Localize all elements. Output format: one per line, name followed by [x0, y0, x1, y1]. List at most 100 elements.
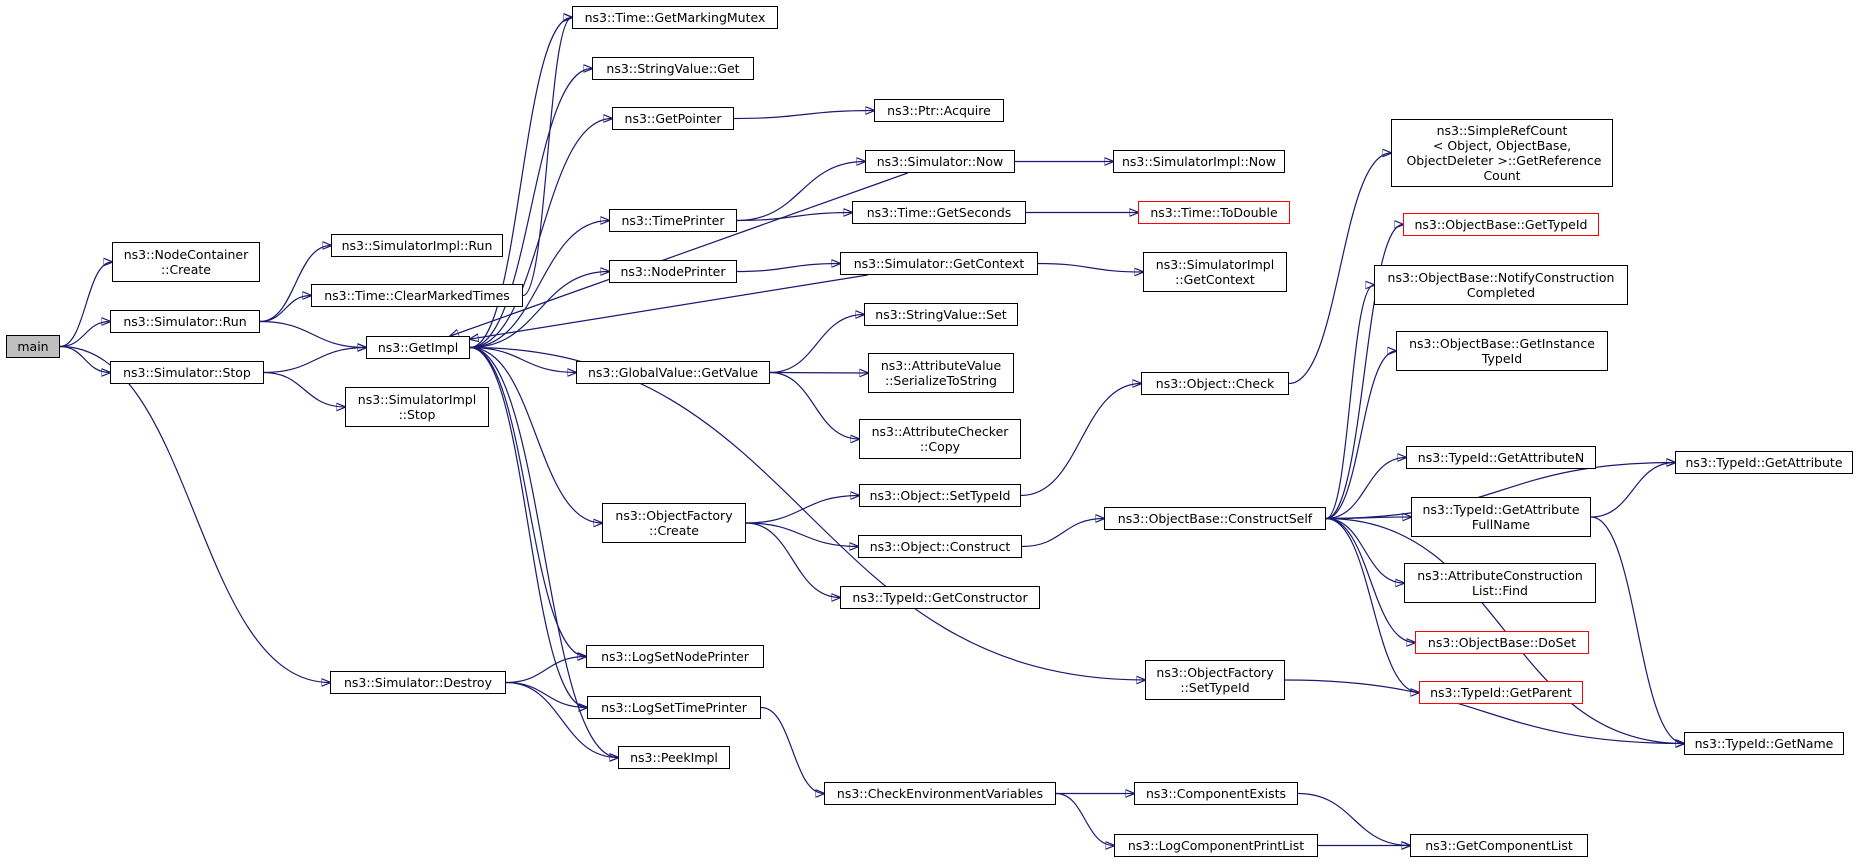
edge-globalvalue_get_value-to-attributevalue_serialize — [769, 373, 868, 374]
edge-objectbase_construct_self-to-objectbase_get_instance_type_id — [1325, 351, 1396, 520]
edge-time_printer-to-simulator_now — [736, 162, 865, 222]
node-objectbase-notify-construction-completed[interactable]: ns3::ObjectBase::NotifyConstruction Comp… — [1374, 265, 1628, 305]
node-object-construct[interactable]: ns3::Object::Construct — [858, 535, 1022, 558]
node-globalvalue-get-value[interactable]: ns3::GlobalValue::GetValue — [576, 361, 770, 384]
edge-objectbase_construct_self-to-objectbase_notify_construction_completed — [1325, 285, 1374, 520]
edge-objectfactory_create-to-typeid_get_constructor — [745, 522, 840, 598]
edge-typeid_get_attribute_full_name-to-typeid_get_name — [1590, 516, 1684, 744]
edge-object_set_type_id-to-object_check — [1020, 384, 1141, 497]
node-get-pointer[interactable]: ns3::GetPointer — [612, 107, 734, 130]
edge-check_environment_variables-to-log_component_print_list — [1055, 792, 1114, 846]
node-time-printer[interactable]: ns3::TimePrinter — [609, 209, 737, 232]
edge-node_printer-to-simulator_get_context — [736, 264, 840, 273]
edge-log_set_time_printer-to-check_environment_variables — [760, 706, 824, 794]
edge-objectfactory_set_type_id-to-typeid_get_name — [1284, 679, 1684, 744]
node-node-printer[interactable]: ns3::NodePrinter — [609, 260, 737, 283]
node-attributevalue-serialize[interactable]: ns3::AttributeValue ::SerializeToString — [868, 353, 1014, 393]
node-time-get-marking-mutex[interactable]: ns3::Time::GetMarkingMutex — [572, 6, 778, 29]
edge-objectfactory_create-to-object_construct — [745, 522, 858, 547]
node-log-component-print-list[interactable]: ns3::LogComponentPrintList — [1114, 834, 1318, 857]
node-objectbase-get-instance-type-id[interactable]: ns3::ObjectBase::GetInstance TypeId — [1396, 331, 1608, 371]
node-simulator-destroy[interactable]: ns3::Simulator::Destroy — [330, 671, 506, 694]
edge-get_impl-to-log_set_node_printer — [469, 346, 586, 657]
edge-main-to-simulator_destroy — [59, 345, 330, 683]
node-simulatorimpl-stop[interactable]: ns3::SimulatorImpl ::Stop — [345, 387, 489, 427]
node-typeid-get-attribute-n[interactable]: ns3::TypeId::GetAttributeN — [1406, 446, 1596, 469]
edge-object_check-to-simple_ref_count_get_reference_count — [1288, 153, 1391, 385]
node-objectfactory-create[interactable]: ns3::ObjectFactory ::Create — [602, 503, 746, 543]
edge-main-to-simulator_run — [59, 322, 110, 348]
node-simulatorimpl-get-context[interactable]: ns3::SimulatorImpl ::GetContext — [1143, 252, 1287, 292]
edge-get_impl-to-objectfactory_create — [469, 346, 602, 524]
edge-simulator_destroy-to-peek_impl — [505, 681, 618, 758]
node-log-set-time-printer[interactable]: ns3::LogSetTimePrinter — [587, 696, 761, 719]
node-attribute-construction-list-find[interactable]: ns3::AttributeConstruction List::Find — [1404, 563, 1596, 603]
node-objectfactory-set-type-id[interactable]: ns3::ObjectFactory ::SetTypeId — [1145, 660, 1285, 700]
node-attributechecker-copy[interactable]: ns3::AttributeChecker ::Copy — [859, 419, 1021, 459]
node-object-set-type-id[interactable]: ns3::Object::SetTypeId — [859, 484, 1021, 507]
node-peek-impl[interactable]: ns3::PeekImpl — [618, 746, 730, 769]
edge-get_impl-to-time_printer — [469, 221, 609, 349]
edge-globalvalue_get_value-to-attributechecker_copy — [769, 371, 859, 440]
node-simulator-get-context[interactable]: ns3::Simulator::GetContext — [840, 252, 1038, 275]
node-objectbase-get-type-id[interactable]: ns3::ObjectBase::GetTypeId — [1403, 213, 1599, 236]
node-node-container-create[interactable]: ns3::NodeContainer ::Create — [112, 242, 260, 282]
edge-objectbase_construct_self-to-typeid_get_attribute_n — [1325, 458, 1406, 520]
edge-simulator_get_context-to-get_impl — [470, 274, 868, 339]
edge-get_impl-to-time_get_marking_mutex — [469, 18, 572, 349]
edge-simulator_stop-to-simulatorimpl_stop — [263, 371, 345, 408]
node-component-exists[interactable]: ns3::ComponentExists — [1134, 782, 1298, 805]
node-simple-ref-count-get-reference-count[interactable]: ns3::SimpleRefCount < Object, ObjectBase… — [1391, 119, 1613, 187]
edge-get_impl-to-objectfactory_set_type_id — [469, 346, 1145, 681]
edge-object_construct-to-objectbase_construct_self — [1021, 519, 1104, 548]
node-simulator-stop[interactable]: ns3::Simulator::Stop — [110, 361, 264, 384]
edge-objectbase_construct_self-to-objectbase_do_set — [1325, 517, 1415, 643]
node-typeid-get-attribute[interactable]: ns3::TypeId::GetAttribute — [1675, 451, 1853, 474]
edge-simulator_stop-to-get_impl — [263, 348, 366, 374]
edge-get_impl-to-stringvalue_get — [469, 69, 592, 349]
edge-objectbase_construct_self-to-typeid_get_parent — [1325, 517, 1419, 693]
edge-objectbase_construct_self-to-typeid_get_attribute_full_name — [1325, 517, 1411, 519]
edge-time_clear_marked_times-to-time_get_marking_mutex — [522, 18, 572, 297]
edge-globalvalue_get_value-to-stringvalue_set — [769, 315, 864, 374]
edge-get_impl-to-node_printer — [469, 272, 609, 349]
edge-simulator_destroy-to-log_set_node_printer — [505, 657, 586, 684]
edge-simulator_run-to-get_impl — [259, 320, 366, 348]
edge-main-to-node_container_create — [59, 262, 112, 348]
edge-get_impl-to-globalvalue_get_value — [469, 346, 576, 373]
edge-simulator_run-to-simulatorimpl_run — [259, 246, 331, 323]
node-simulatorimpl-run[interactable]: ns3::SimulatorImpl::Run — [331, 234, 503, 257]
edge-objectbase_construct_self-to-attribute_construction_list_find — [1325, 517, 1404, 584]
node-typeid-get-parent[interactable]: ns3::TypeId::GetParent — [1419, 681, 1583, 704]
node-get-impl[interactable]: ns3::GetImpl — [366, 336, 470, 359]
node-typeid-get-constructor[interactable]: ns3::TypeId::GetConstructor — [840, 586, 1040, 609]
edge-time_printer-to-time_get_seconds — [736, 213, 852, 222]
node-typeid-get-attribute-full-name[interactable]: ns3::TypeId::GetAttribute FullName — [1411, 497, 1591, 537]
edge-get_impl-to-peek_impl — [469, 346, 618, 758]
node-simulatorimpl-now[interactable]: ns3::SimulatorImpl::Now — [1113, 150, 1285, 173]
edge-get_pointer-to-ptr_acquire — [733, 111, 874, 120]
edge-simulator_run-to-time_clear_marked_times — [259, 296, 311, 323]
node-objectbase-construct-self[interactable]: ns3::ObjectBase::ConstructSelf — [1104, 507, 1326, 530]
node-stringvalue-get[interactable]: ns3::StringValue::Get — [592, 57, 754, 80]
node-time-clear-marked-times[interactable]: ns3::Time::ClearMarkedTimes — [311, 284, 523, 307]
node-log-set-node-printer[interactable]: ns3::LogSetNodePrinter — [586, 645, 764, 668]
edge-simulator_get_context-to-simulatorimpl_get_context — [1037, 262, 1143, 273]
node-simulator-run[interactable]: ns3::Simulator::Run — [110, 310, 260, 333]
node-ptr-acquire[interactable]: ns3::Ptr::Acquire — [874, 99, 1004, 122]
node-time-get-seconds[interactable]: ns3::Time::GetSeconds — [852, 201, 1026, 224]
edge-simulator_now-to-get_impl — [450, 172, 908, 336]
node-get-component-list[interactable]: ns3::GetComponentList — [1410, 834, 1588, 857]
edge-objectfactory_create-to-object_set_type_id — [745, 496, 859, 524]
node-check-environment-variables[interactable]: ns3::CheckEnvironmentVariables — [824, 782, 1056, 805]
edge-get_impl-to-get_pointer — [469, 119, 612, 349]
node-object-check[interactable]: ns3::Object::Check — [1141, 372, 1289, 395]
edge-objectbase_construct_self-to-typeid_get_attribute — [1325, 463, 1675, 520]
node-time-to-double[interactable]: ns3::Time::ToDouble — [1138, 201, 1290, 224]
node-typeid-get-name[interactable]: ns3::TypeId::GetName — [1684, 732, 1844, 755]
node-stringvalue-set[interactable]: ns3::StringValue::Set — [864, 303, 1018, 326]
node-simulator-now[interactable]: ns3::Simulator::Now — [865, 150, 1015, 173]
node-objectbase-do-set[interactable]: ns3::ObjectBase::DoSet — [1415, 631, 1589, 654]
